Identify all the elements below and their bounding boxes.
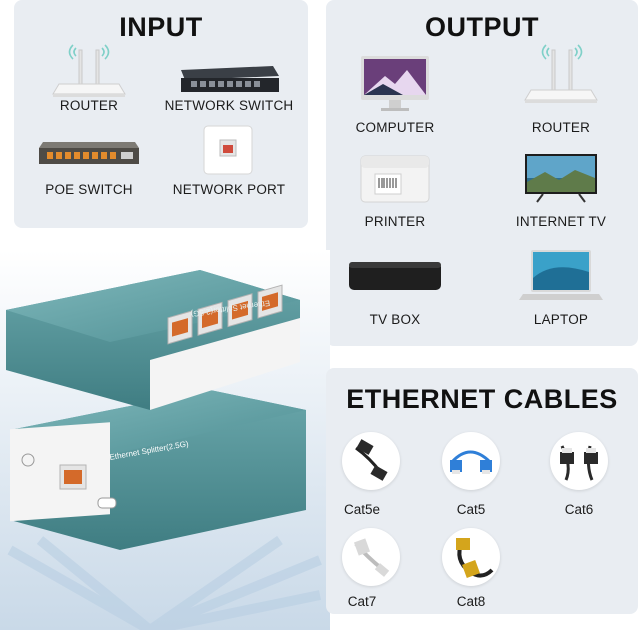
input-label-network-switch: NETWORK SWITCH — [164, 98, 294, 113]
output-panel: OUTPUT COMPUTER ROUTER — [326, 0, 638, 346]
input-label-router: ROUTER — [59, 98, 119, 113]
cable-label-cat5e: Cat5e — [343, 502, 381, 517]
cat7-cable-icon — [353, 538, 390, 577]
cat8-cable-icon — [456, 538, 494, 578]
input-panel: INPUT ROUTER NETWORK SWITCH — [14, 0, 308, 228]
cable-cat5e — [342, 432, 400, 490]
tv-icon — [525, 154, 597, 203]
cable-cat5 — [442, 432, 500, 490]
output-label-tv-box: TV BOX — [369, 312, 421, 327]
router-icon — [52, 44, 126, 97]
cat5-cable-icon — [450, 450, 492, 474]
poe-switch-icon — [39, 142, 139, 164]
output-item-tv-box: TV BOX — [330, 248, 460, 338]
cable-cat8 — [442, 528, 500, 586]
input-item-poe-switch: POE SWITCH — [24, 118, 154, 208]
computer-icon — [361, 56, 429, 111]
printer-icon — [360, 155, 430, 203]
cable-label-cat5: Cat5 — [456, 502, 486, 517]
cables-title: ETHERNET CABLES — [346, 384, 618, 414]
input-title: INPUT — [119, 12, 203, 42]
output-item-computer: COMPUTER — [330, 50, 460, 140]
output-title: OUTPUT — [425, 12, 539, 42]
input-item-network-switch: NETWORK SWITCH — [154, 34, 304, 124]
tv-box-icon — [349, 262, 441, 290]
output-label-laptop: LAPTOP — [533, 312, 589, 327]
output-label-internet-tv: INTERNET TV — [515, 214, 607, 229]
cables-panel: ETHERNET CABLES Cat5e Cat5 Cat6 — [326, 368, 638, 614]
cat5e-cable-icon — [355, 439, 388, 481]
cable-cat7 — [342, 528, 400, 586]
input-item-router: ROUTER — [24, 34, 154, 124]
input-label-poe-switch: POE SWITCH — [45, 182, 133, 197]
output-label-computer: COMPUTER — [355, 120, 435, 135]
input-item-network-port: NETWORK PORT — [154, 118, 304, 208]
ethernet-splitter-picture: Ethernet Splitter(2.5G) Ethernet Splitte… — [0, 250, 330, 635]
output-item-internet-tv: INTERNET TV — [496, 148, 626, 238]
cat6-cable-icon — [560, 445, 598, 481]
cable-label-cat8: Cat8 — [456, 594, 486, 609]
network-port-icon — [203, 125, 253, 175]
output-item-printer: PRINTER — [330, 148, 460, 238]
cable-label-cat7: Cat7 — [347, 594, 377, 609]
output-item-laptop: LAPTOP — [496, 248, 626, 338]
output-item-router: ROUTER — [496, 34, 626, 144]
output-label-printer: PRINTER — [364, 214, 426, 229]
laptop-icon — [519, 250, 603, 300]
router-icon — [524, 44, 598, 103]
cable-cat6 — [550, 432, 608, 490]
input-label-network-port: NETWORK PORT — [172, 182, 286, 197]
cable-label-cat6: Cat6 — [564, 502, 594, 517]
product-image: Ethernet Splitter(2.5G) Ethernet Splitte… — [0, 250, 330, 635]
output-label-router: ROUTER — [531, 120, 591, 135]
network-switch-icon — [181, 66, 279, 92]
